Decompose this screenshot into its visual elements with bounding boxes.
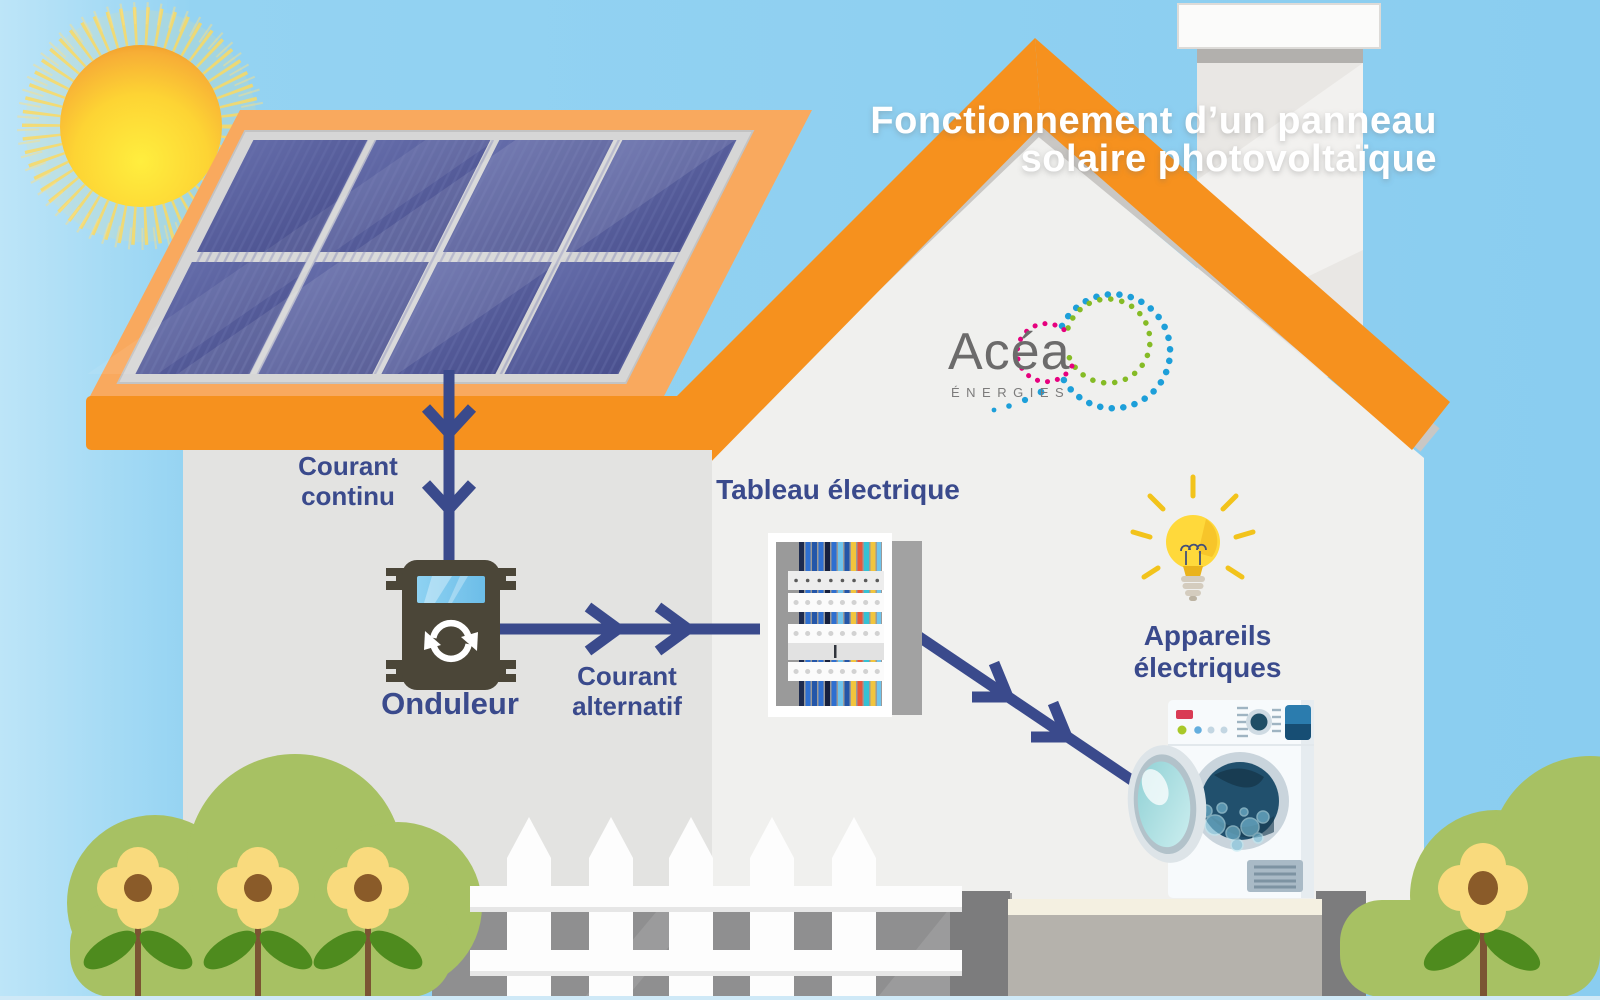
sync-icon	[424, 619, 478, 663]
bulb-base	[1181, 576, 1205, 601]
flower-icon	[203, 847, 313, 997]
bulb-filament	[1180, 543, 1207, 565]
panel-side	[888, 541, 922, 715]
panel-sheen	[87, 140, 496, 374]
platform-top	[1008, 899, 1322, 915]
rail-shadow	[470, 906, 962, 912]
title-line-2: solaire photovoltaïque	[1020, 138, 1437, 180]
rail-shadow	[470, 970, 962, 976]
breaker-row	[788, 593, 884, 612]
bulb-rays	[1130, 474, 1256, 580]
breaker-rows	[788, 571, 884, 681]
label-dc-current: Courant continu	[298, 451, 398, 511]
platform	[1008, 915, 1322, 997]
light-bulb-icon	[1130, 474, 1256, 601]
power-button	[1176, 710, 1193, 719]
label-ac-current: Courant alternatif	[572, 661, 682, 721]
electrical-panel-icon	[768, 533, 922, 717]
solar-roof	[86, 110, 812, 450]
logo-swirl-icon	[991, 291, 1174, 413]
fence-rail	[470, 886, 962, 907]
logo-subtitle: ÉNERGIES	[951, 385, 1071, 400]
fence-icon	[470, 817, 962, 996]
bottom-strip	[0, 996, 1600, 1000]
breaker-row	[788, 662, 884, 681]
supply-arrow-icon	[902, 623, 1137, 786]
roof-right-slope	[1035, 38, 1450, 450]
label-inverter: Onduleur	[381, 686, 519, 721]
label-appliances: Appareils électriques	[1133, 620, 1282, 683]
inverter-icon	[386, 560, 516, 690]
label-electrical-panel: Tableau électrique	[716, 474, 960, 505]
logo-brand: Acéa	[948, 323, 1071, 381]
flower-icon	[83, 847, 193, 997]
bush-right	[1340, 756, 1600, 997]
logo: Acéa ÉNERGIES	[948, 326, 1071, 400]
bubbles	[1199, 802, 1270, 852]
roof-left-slope	[648, 38, 1041, 470]
dc-arrow-icon	[421, 370, 477, 562]
solar-panel-icon	[87, 130, 755, 384]
sun-disc	[60, 45, 222, 207]
roof-fascia	[86, 396, 712, 450]
flower-icon	[1423, 843, 1541, 997]
cell-texture	[135, 140, 737, 374]
ac-arrow-icon	[500, 602, 760, 656]
chimney-cap	[1177, 3, 1381, 49]
flow-arrows	[421, 370, 1137, 786]
chimney-band	[1197, 47, 1363, 63]
inverter-screen	[417, 576, 485, 603]
flower-icon	[313, 847, 423, 997]
panel-sheen	[177, 140, 736, 374]
solar-cells	[87, 140, 737, 374]
fence-rail	[470, 950, 962, 971]
machine-door	[1127, 745, 1207, 863]
bush-left	[67, 754, 482, 997]
page-title: Fonctionnement d’un panneau solaire phot…	[870, 102, 1437, 178]
washing-machine-icon	[1127, 700, 1314, 898]
breaker-row	[788, 624, 884, 643]
breaker-row	[788, 571, 884, 590]
title-line-1: Fonctionnement d’un panneau	[870, 100, 1437, 142]
machine-controls	[1176, 705, 1311, 740]
